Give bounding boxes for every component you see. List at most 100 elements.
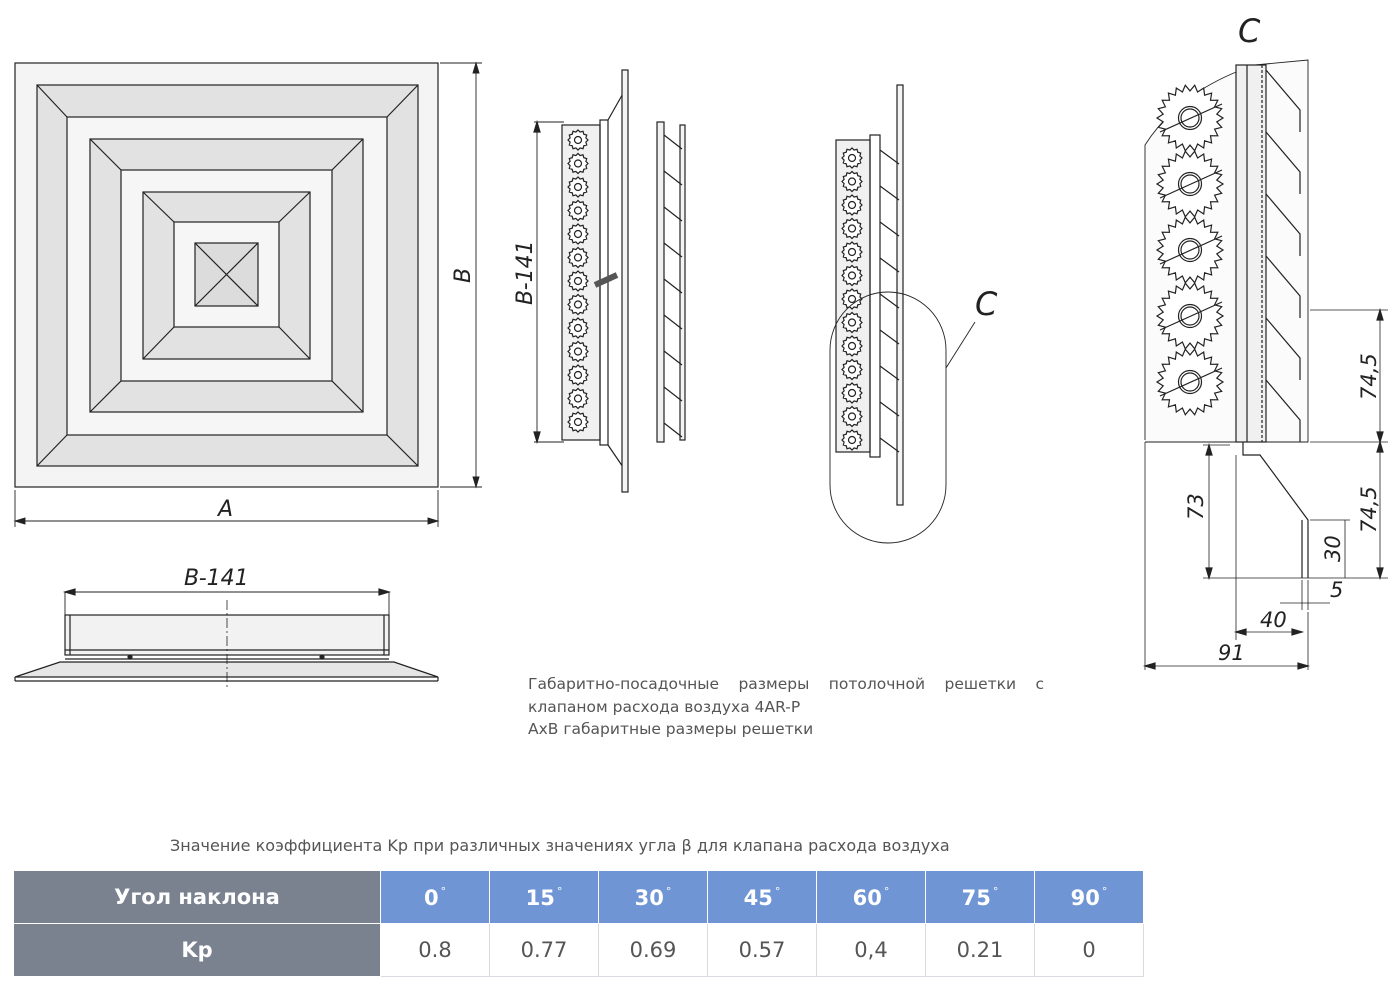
louver-blade bbox=[1265, 193, 1301, 256]
gear-hub-icon bbox=[1177, 303, 1203, 329]
gear-icon bbox=[841, 241, 863, 263]
louver-blade bbox=[879, 257, 900, 273]
gear-icon bbox=[567, 317, 589, 339]
gear-shaft bbox=[1159, 367, 1223, 397]
gear-hub-icon bbox=[847, 318, 857, 327]
gear-icon bbox=[841, 288, 863, 310]
gear-icon bbox=[841, 335, 863, 357]
gear-icon bbox=[841, 429, 863, 451]
gear-hub-icon bbox=[573, 394, 583, 403]
kp-cell: 0.57 bbox=[707, 923, 817, 977]
gear-hub-icon bbox=[1180, 306, 1200, 326]
louver-blade bbox=[879, 437, 900, 453]
angle-row: Угол наклона 0° 15° 30° 45° 60° 75° 90° bbox=[13, 870, 1144, 924]
label-dim-a: A bbox=[216, 497, 233, 522]
gear-hub-icon bbox=[847, 365, 857, 374]
gear-hub-icon bbox=[847, 435, 857, 445]
angle-cell: 75° bbox=[925, 870, 1035, 924]
kp-cell: 0.69 bbox=[598, 923, 708, 977]
louver-blade bbox=[663, 314, 683, 330]
gear-hub-icon bbox=[1180, 174, 1200, 194]
angle-row-label: Угол наклона bbox=[13, 870, 381, 924]
louver-section bbox=[656, 121, 686, 443]
gear-hub-icon bbox=[847, 247, 857, 257]
caption-line-3: AxB габаритные размеры решетки bbox=[528, 720, 814, 738]
kp-table: Угол наклона 0° 15° 30° 45° 60° 75° 90° … bbox=[13, 870, 1144, 977]
gear-hub-icon bbox=[573, 135, 583, 145]
kp-cell: 0.8 bbox=[380, 923, 490, 977]
section-view-1 bbox=[533, 69, 629, 493]
label-dim-74-5-top: 74,5 bbox=[1357, 353, 1381, 400]
label-dim-73: 73 bbox=[1184, 493, 1208, 520]
louver-blade bbox=[879, 329, 900, 345]
gear-hub-icon bbox=[573, 300, 583, 309]
louver-blade bbox=[663, 350, 683, 366]
louver-blade bbox=[879, 185, 900, 201]
gear-icon bbox=[567, 364, 589, 386]
caption-line-2: клапаном расхода воздуха 4AR-P bbox=[528, 697, 801, 716]
gear-icon bbox=[567, 176, 589, 198]
gear-hub-icon bbox=[573, 323, 583, 333]
angle-cell: 30° bbox=[598, 870, 708, 924]
louver-blade bbox=[879, 221, 900, 237]
gear-hub-icon bbox=[847, 224, 857, 233]
gear-icon bbox=[841, 405, 863, 428]
gear-icon bbox=[841, 170, 863, 193]
gear-icon bbox=[567, 129, 589, 151]
dimension-a bbox=[13, 490, 440, 527]
gear-icon bbox=[567, 246, 589, 269]
gear-shaft bbox=[1159, 103, 1223, 133]
section-view-2 bbox=[829, 84, 976, 544]
louver-blade bbox=[1265, 379, 1301, 442]
kp-cell: 0,4 bbox=[816, 923, 926, 977]
gear-icon bbox=[841, 264, 863, 287]
louver-blade bbox=[1265, 317, 1301, 380]
gear-hub-icon bbox=[1177, 369, 1203, 395]
louver-blade bbox=[879, 293, 900, 309]
louver-blade bbox=[663, 386, 683, 402]
gear-icon bbox=[567, 411, 589, 433]
angle-cell: 15° bbox=[489, 870, 599, 924]
gear-hub-icon bbox=[847, 200, 857, 210]
grille-top-view bbox=[14, 62, 439, 488]
louver-blade bbox=[1265, 69, 1301, 132]
kp-row-label: Kp bbox=[13, 923, 381, 977]
kp-cell: 0.21 bbox=[925, 923, 1035, 977]
gear-icon bbox=[841, 358, 863, 381]
label-dim-b141-bottom: B-141 bbox=[184, 566, 249, 591]
kp-row: Kp 0.8 0.77 0.69 0.57 0,4 0.21 0 bbox=[13, 923, 1144, 977]
angle-cell: 90° bbox=[1034, 870, 1144, 924]
gear-hub-icon bbox=[1180, 240, 1200, 260]
label-dim-5: 5 bbox=[1330, 578, 1343, 602]
angle-cell: 0° bbox=[380, 870, 490, 924]
gear-icon bbox=[567, 152, 589, 175]
angle-cell: 45° bbox=[707, 870, 817, 924]
label-dim-40: 40 bbox=[1260, 608, 1287, 632]
grille-side-view bbox=[14, 588, 439, 690]
table-title: Значение коэффициента Kp при различных з… bbox=[170, 836, 950, 855]
angle-cell: 60° bbox=[816, 870, 926, 924]
label-dim-b141-side: B-141 bbox=[513, 240, 538, 305]
louver-blade bbox=[663, 422, 683, 438]
gear-icon bbox=[567, 270, 589, 292]
dimension-b bbox=[440, 61, 482, 489]
gear-hub-icon bbox=[573, 347, 583, 356]
gear-hub-icon bbox=[573, 159, 583, 168]
gear-icon bbox=[567, 340, 589, 363]
gear-hub-icon bbox=[573, 276, 583, 286]
gear-icon bbox=[841, 311, 863, 334]
label-dim-30: 30 bbox=[1321, 535, 1345, 562]
gear-hub-icon bbox=[847, 412, 857, 421]
gear-shaft bbox=[1159, 169, 1223, 199]
technical-drawing: A B B-141 B-141 C C 74,5 74,5 73 30 5 40… bbox=[13, 12, 1388, 690]
label-dim-b: B bbox=[451, 268, 476, 283]
louver-blade bbox=[879, 149, 900, 165]
label-dim-74-5-bottom: 74,5 bbox=[1357, 486, 1381, 533]
gear-hub-icon bbox=[573, 370, 583, 380]
gear-hub-icon bbox=[573, 417, 583, 427]
louver-blade bbox=[1265, 131, 1301, 194]
gear-hub-icon bbox=[1177, 171, 1203, 197]
louver-blade bbox=[663, 206, 683, 222]
gear-hub-icon bbox=[847, 177, 857, 186]
label-dim-91: 91 bbox=[1218, 641, 1245, 665]
